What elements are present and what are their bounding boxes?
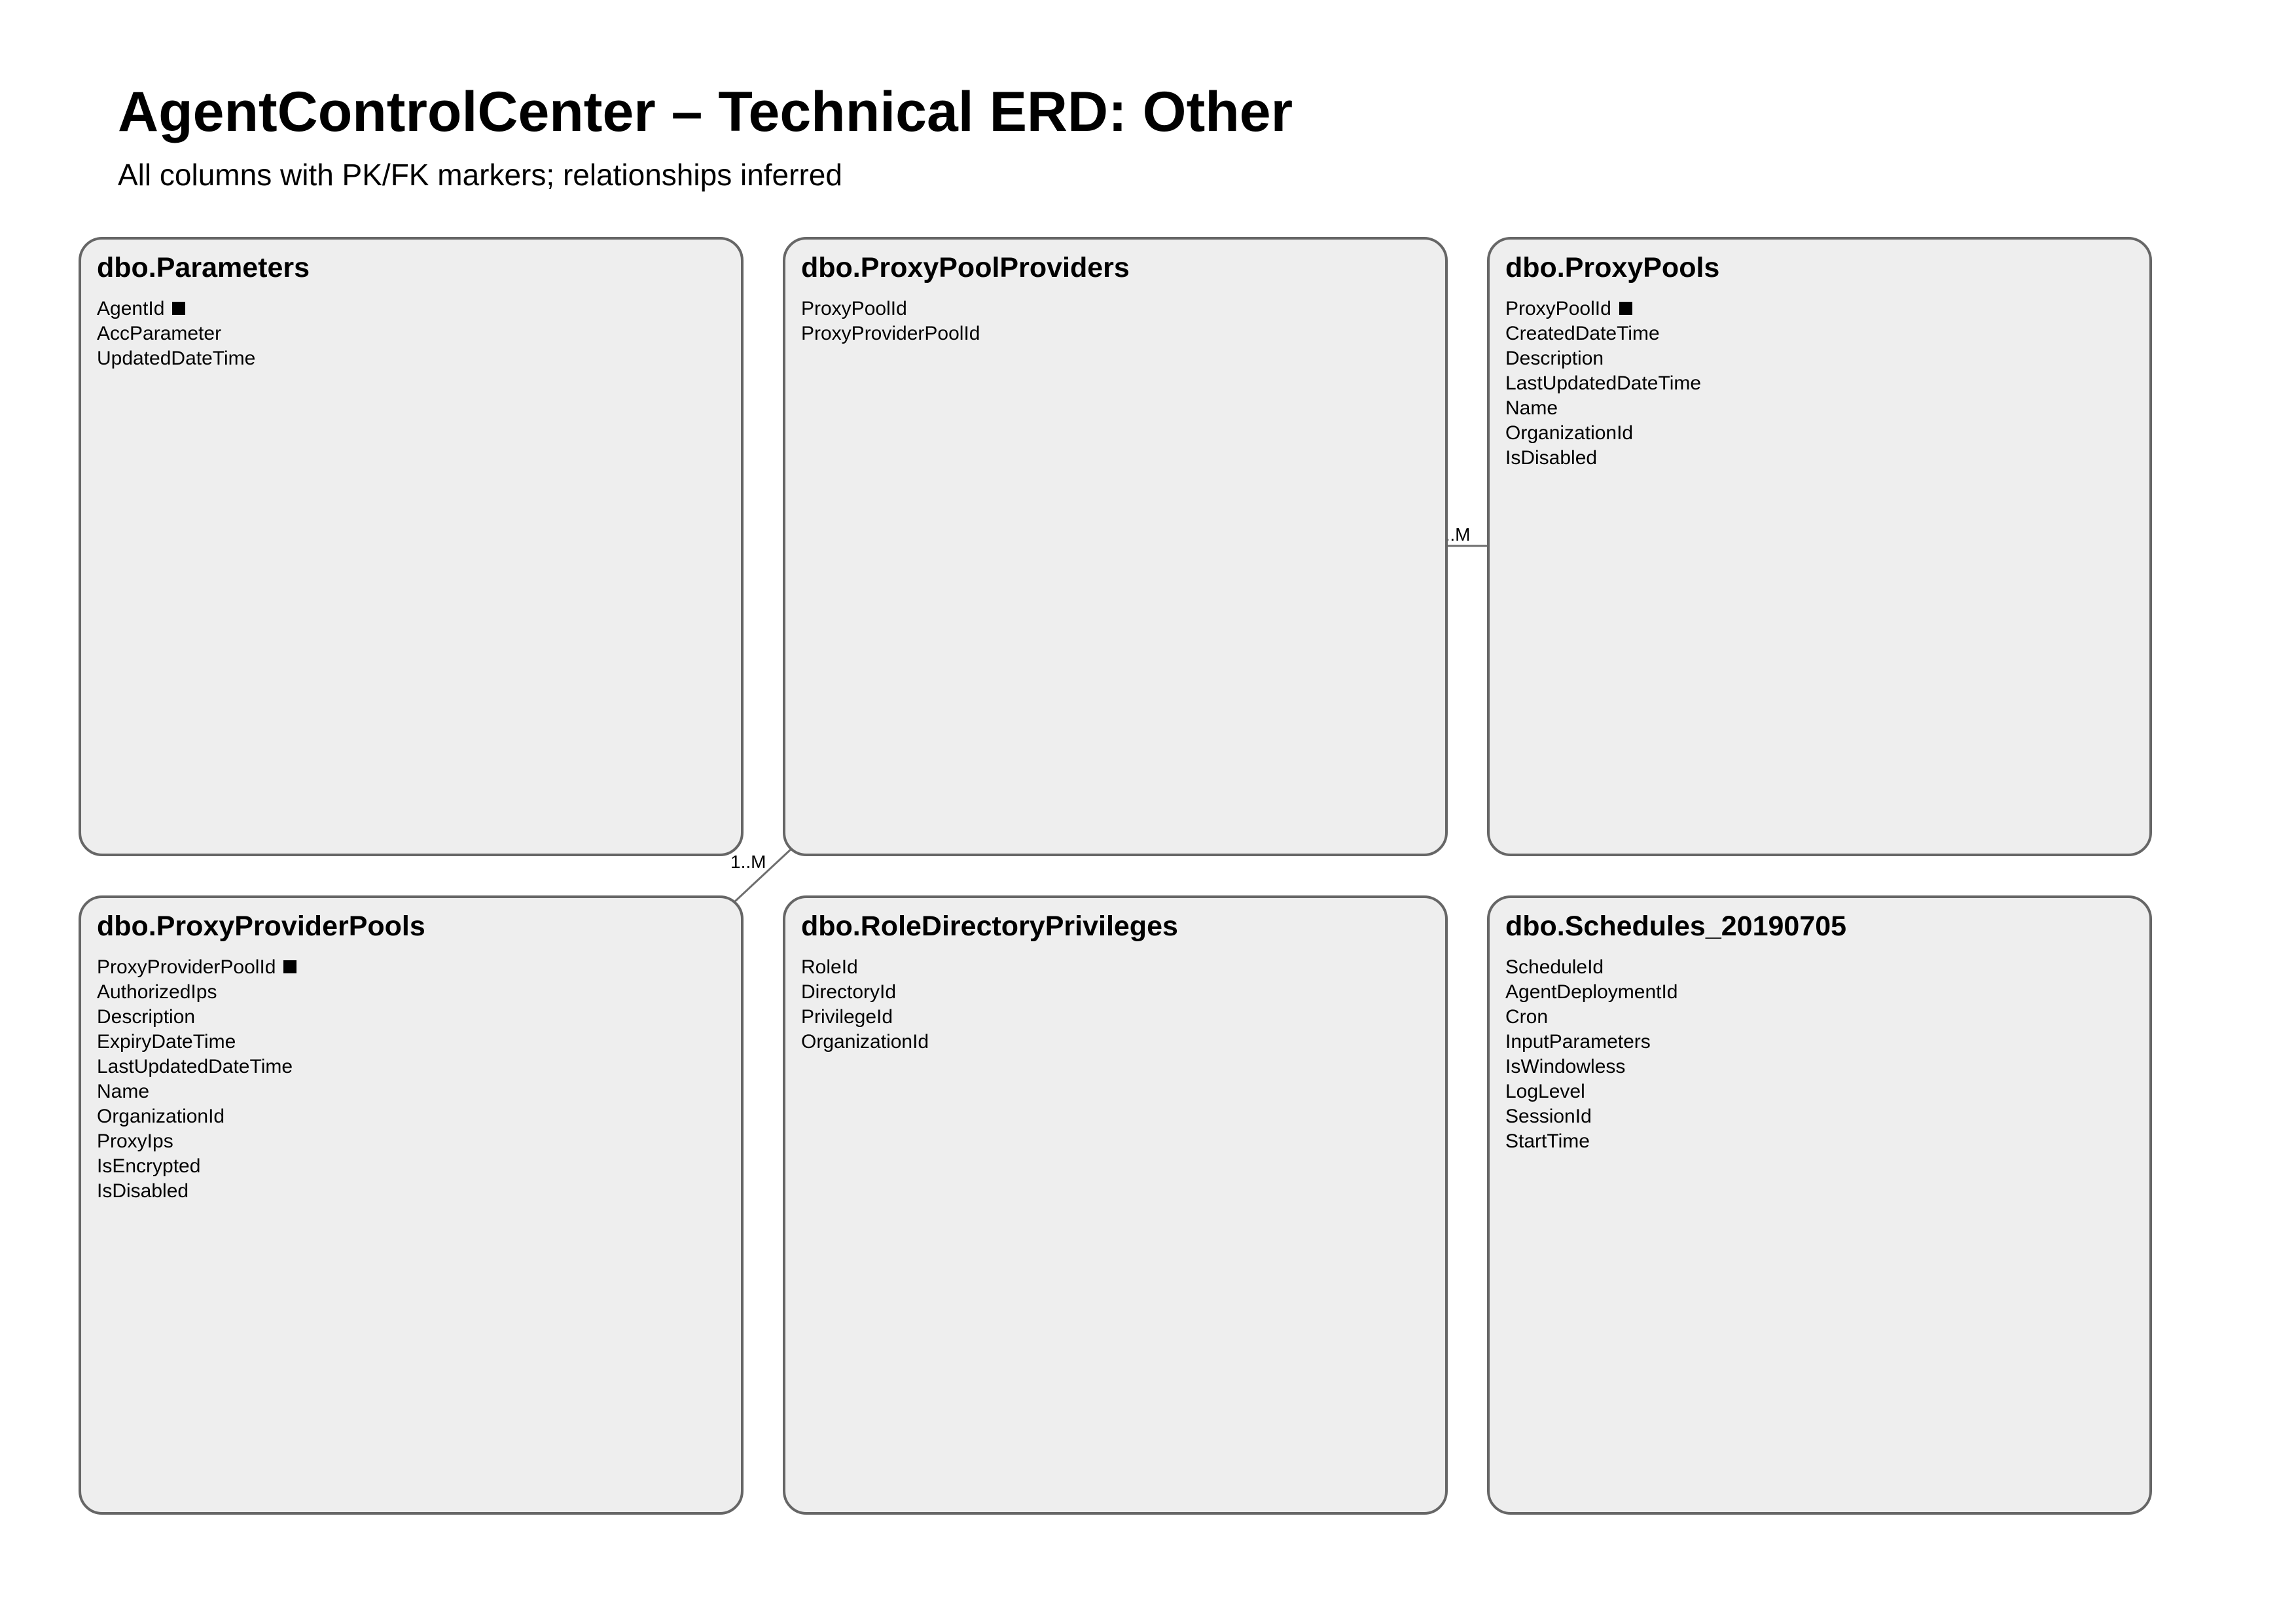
column-name: ScheduleId <box>1505 956 1604 978</box>
column-name: AuthorizedIps <box>97 981 217 1003</box>
page-subtitle: All columns with PK/FK markers; relation… <box>118 158 842 192</box>
column-name: ProxyProviderPoolId <box>801 323 980 344</box>
column-item: IsDisabled <box>1505 446 2149 471</box>
column-item: RoleId <box>801 955 1445 980</box>
column-name: LogLevel <box>1505 1081 1585 1102</box>
column-name: AccParameter <box>97 323 222 344</box>
column-name: PrivilegeId <box>801 1006 893 1028</box>
relationship-label-proxyproviderpools: 1..M <box>730 852 766 872</box>
column-name: UpdatedDateTime <box>97 348 256 369</box>
column-name: IsDisabled <box>97 1180 189 1202</box>
column-name: AgentId <box>97 298 165 319</box>
column-name: Name <box>1505 397 1558 419</box>
column-item: ProxyProviderPoolId <box>97 955 741 980</box>
column-list: ProxyPoolId CreatedDateTime Description … <box>1505 297 2149 471</box>
column-item: PrivilegeId <box>801 1005 1445 1030</box>
column-name: IsDisabled <box>1505 447 1598 469</box>
column-item: UpdatedDateTime <box>97 346 741 371</box>
column-item: ProxyIps <box>97 1129 741 1154</box>
column-item: IsWindowless <box>1505 1055 2149 1079</box>
column-item: ProxyPoolId <box>1505 297 2149 321</box>
column-item: AuthorizedIps <box>97 980 741 1005</box>
table-card[interactable]: dbo.ProxyPools ProxyPoolId CreatedDateTi… <box>1487 237 2152 856</box>
column-name: SessionId <box>1505 1106 1592 1127</box>
column-name: ProxyProviderPoolId <box>97 956 276 978</box>
column-name: AgentDeploymentId <box>1505 981 1678 1003</box>
column-item: Cron <box>1505 1005 2149 1030</box>
column-name: Description <box>97 1006 196 1028</box>
column-item: ExpiryDateTime <box>97 1030 741 1055</box>
column-name: RoleId <box>801 956 858 978</box>
column-item: IsDisabled <box>97 1179 741 1204</box>
column-list: ProxyProviderPoolId AuthorizedIps Descri… <box>97 955 741 1204</box>
column-item: ProxyProviderPoolId <box>801 321 1445 346</box>
column-name: LastUpdatedDateTime <box>97 1056 293 1077</box>
primary-key-icon <box>172 302 186 315</box>
column-name: ProxyIps <box>97 1130 173 1152</box>
column-name: DirectoryId <box>801 981 897 1003</box>
column-name: IsWindowless <box>1505 1056 1626 1077</box>
column-name: OrganizationId <box>97 1106 225 1127</box>
column-item: LastUpdatedDateTime <box>1505 371 2149 396</box>
column-item: AgentDeploymentId <box>1505 980 2149 1005</box>
column-item: CreatedDateTime <box>1505 321 2149 346</box>
column-item: Description <box>97 1005 741 1030</box>
table-name: dbo.Schedules_20190705 <box>1505 911 1847 942</box>
column-item: OrganizationId <box>97 1104 741 1129</box>
primary-key-icon <box>1619 302 1632 315</box>
table-name: dbo.Parameters <box>97 252 310 283</box>
column-item: OrganizationId <box>801 1030 1445 1055</box>
column-item: Description <box>1505 346 2149 371</box>
column-item: Name <box>97 1079 741 1104</box>
column-name: Description <box>1505 348 1604 369</box>
column-name: CreatedDateTime <box>1505 323 1660 344</box>
column-item: AccParameter <box>97 321 741 346</box>
column-item: AgentId <box>97 297 741 321</box>
column-item: ScheduleId <box>1505 955 2149 980</box>
column-item: LastUpdatedDateTime <box>97 1055 741 1079</box>
table-card[interactable]: dbo.Schedules_20190705 ScheduleId AgentD… <box>1487 895 2152 1515</box>
column-name: OrganizationId <box>1505 422 1634 444</box>
primary-key-icon <box>283 960 297 973</box>
column-name: Cron <box>1505 1006 1549 1028</box>
table-name: dbo.ProxyPools <box>1505 252 1720 283</box>
column-list: ScheduleId AgentDeploymentId Cron InputP… <box>1505 955 2149 1154</box>
column-name: ExpiryDateTime <box>97 1031 236 1053</box>
table-card[interactable]: dbo.ProxyProviderPools ProxyProviderPool… <box>79 895 744 1515</box>
column-item: InputParameters <box>1505 1030 2149 1055</box>
column-name: InputParameters <box>1505 1031 1651 1053</box>
column-item: DirectoryId <box>801 980 1445 1005</box>
column-name: Name <box>97 1081 150 1102</box>
column-name: LastUpdatedDateTime <box>1505 372 1702 394</box>
column-name: OrganizationId <box>801 1031 929 1053</box>
column-name: ProxyPoolId <box>1505 298 1611 319</box>
table-name: dbo.ProxyPoolProviders <box>801 252 1130 283</box>
column-name: StartTime <box>1505 1130 1590 1152</box>
table-card[interactable]: dbo.ProxyPoolProviders ProxyPoolId Proxy… <box>783 237 1448 856</box>
column-item: SessionId <box>1505 1104 2149 1129</box>
column-item: IsEncrypted <box>97 1154 741 1179</box>
page-title: AgentControlCenter – Technical ERD: Othe… <box>118 81 1293 143</box>
column-name: IsEncrypted <box>97 1155 201 1177</box>
column-list: RoleId DirectoryId PrivilegeId Organizat… <box>801 955 1445 1055</box>
table-card[interactable]: dbo.RoleDirectoryPrivileges RoleId Direc… <box>783 895 1448 1515</box>
column-item: OrganizationId <box>1505 421 2149 446</box>
column-name: ProxyPoolId <box>801 298 907 319</box>
column-list: ProxyPoolId ProxyProviderPoolId <box>801 297 1445 346</box>
column-item: StartTime <box>1505 1129 2149 1154</box>
table-name: dbo.ProxyProviderPools <box>97 911 425 942</box>
column-item: ProxyPoolId <box>801 297 1445 321</box>
column-item: LogLevel <box>1505 1079 2149 1104</box>
table-card[interactable]: dbo.Parameters AgentId AccParameter Upda… <box>79 237 744 856</box>
column-list: AgentId AccParameter UpdatedDateTime <box>97 297 741 371</box>
table-name: dbo.RoleDirectoryPrivileges <box>801 911 1178 942</box>
column-item: Name <box>1505 396 2149 421</box>
